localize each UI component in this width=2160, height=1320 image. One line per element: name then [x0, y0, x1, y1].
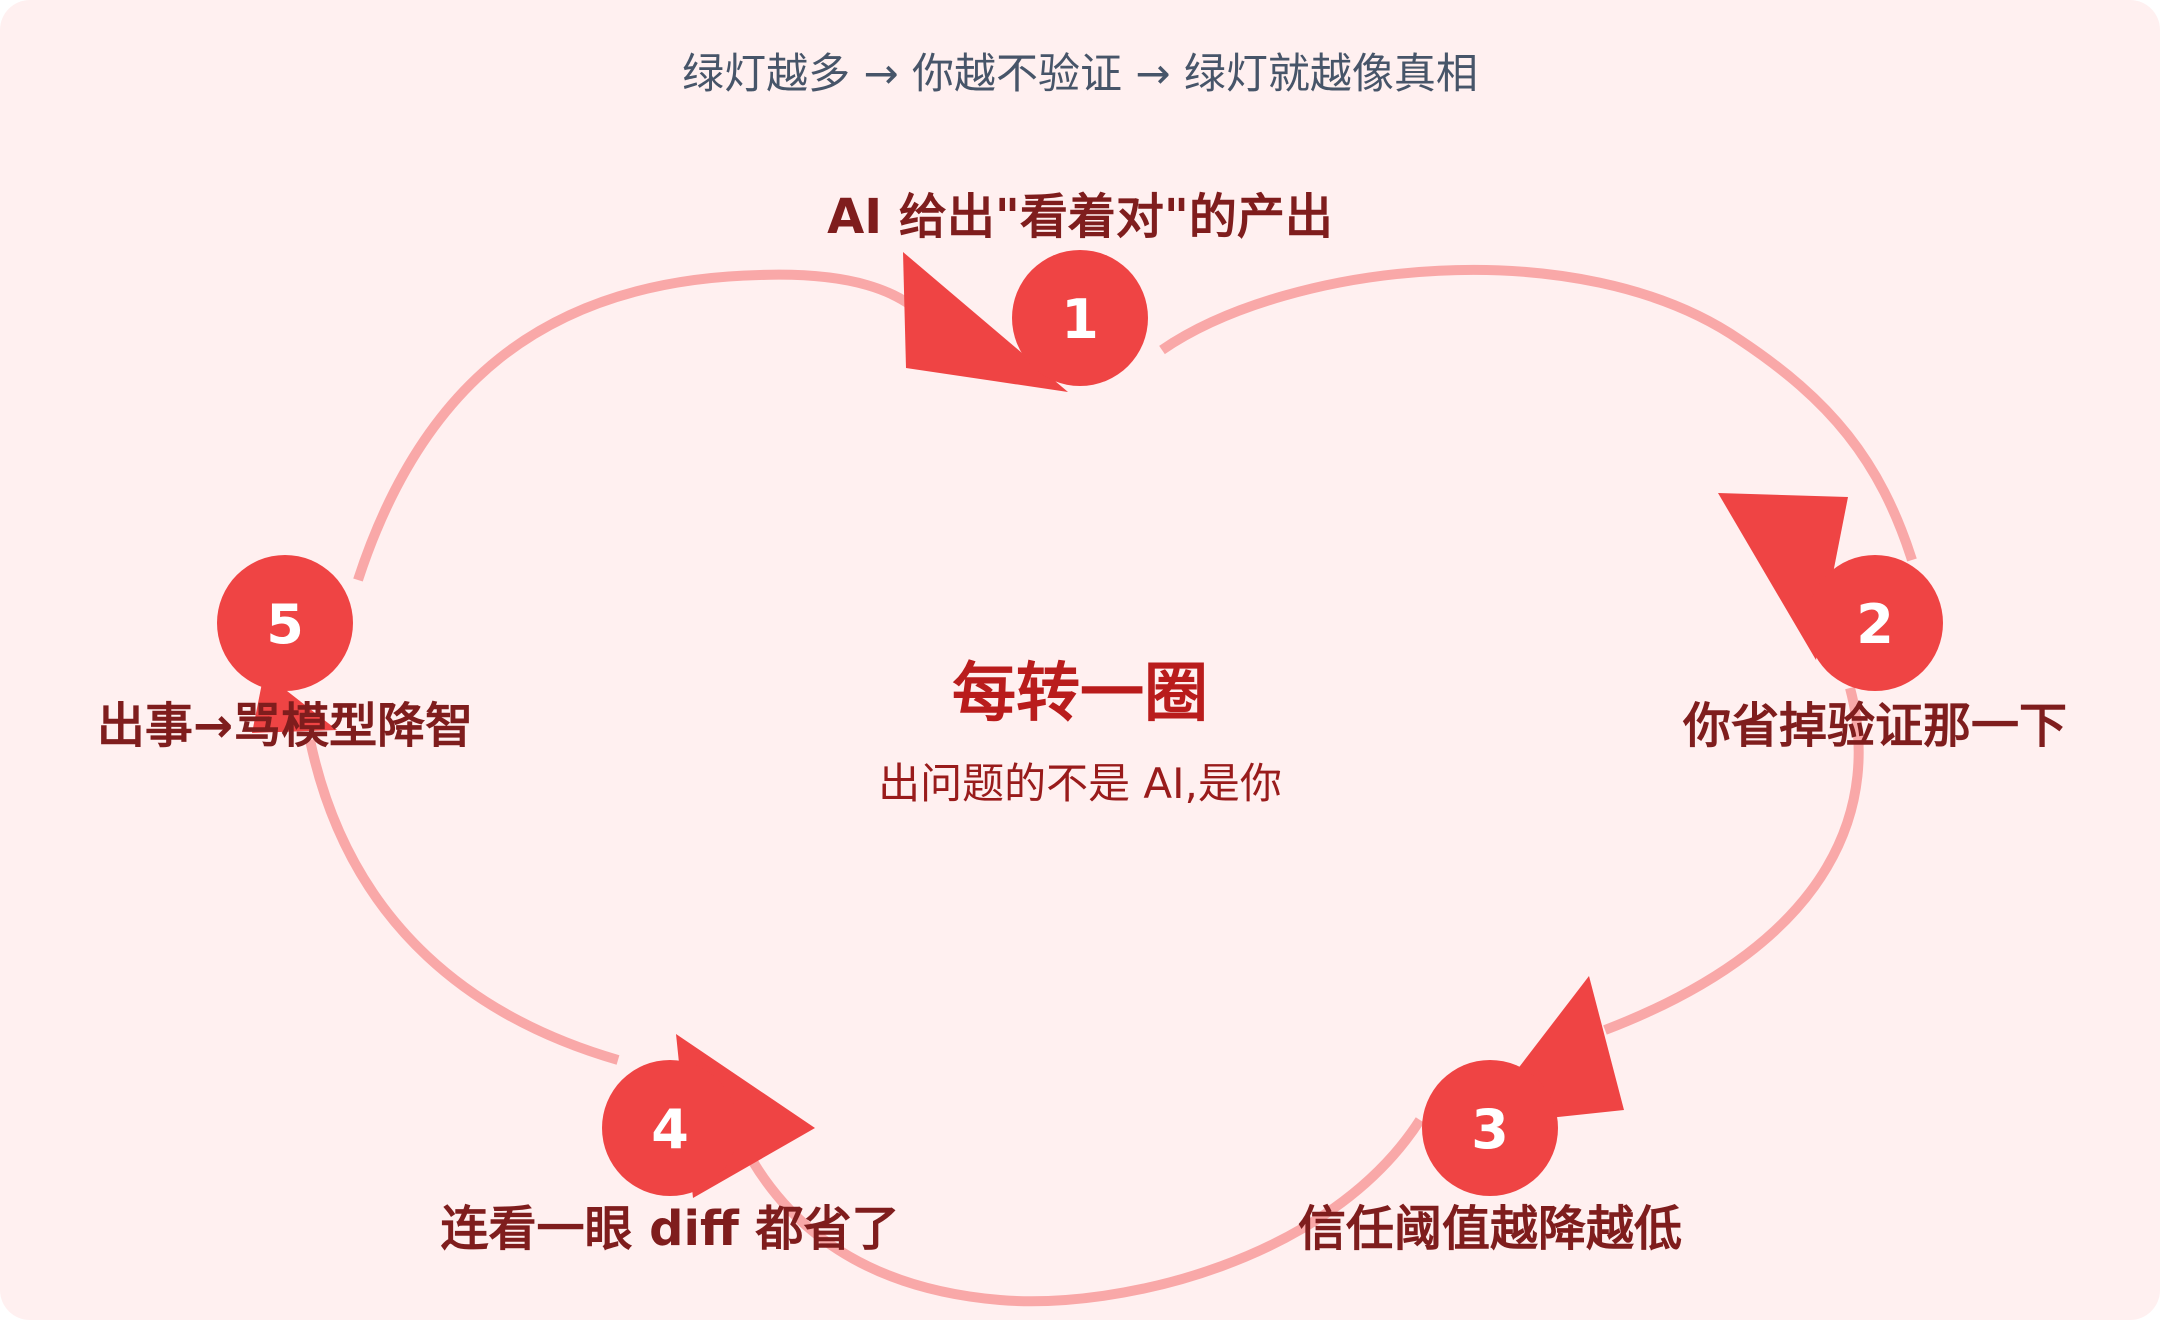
step-number: 3	[1471, 1098, 1509, 1161]
step-node-4: 4	[602, 1060, 738, 1196]
step-number: 5	[266, 593, 304, 656]
step-node-circle	[1422, 1060, 1558, 1196]
step-label-3: 信任阈值越降越低	[1298, 1201, 1682, 1257]
loop-arc-1-2	[1159, 264, 1917, 562]
step-labels: AI 给出"看着对"的产出 你省掉验证那一下 信任阈值越降越低 连看一眼 dif…	[97, 189, 2067, 1257]
step-label-2: 你省掉验证那一下	[1682, 698, 2067, 754]
step-number: 1	[1061, 288, 1099, 351]
step-node-3: 3	[1422, 1060, 1558, 1196]
loop-arc-3-4	[747, 1117, 1425, 1307]
loop-arc-2-3	[1603, 686, 1864, 1035]
step-node-1: 1	[1012, 250, 1148, 386]
loop-arcs	[305, 264, 1917, 1307]
center-title: 每转一圈	[952, 657, 1208, 731]
step-node-5: 5	[217, 555, 353, 691]
center-caption: 出问题的不是 AI,是你	[878, 759, 1282, 808]
step-node-circle	[1012, 250, 1148, 386]
diagram-subtitle: 绿灯越多 → 你越不验证 → 绿灯就越像真相	[682, 49, 1478, 98]
step-label-4: 连看一眼 diff 都省了	[440, 1201, 899, 1257]
step-label-1: AI 给出"看着对"的产出	[827, 189, 1333, 245]
step-node-2: 2	[1807, 555, 1943, 691]
step-label-5: 出事→骂模型降智	[97, 698, 473, 754]
step-number: 4	[651, 1098, 689, 1161]
loop-arc-5-1	[353, 269, 932, 582]
step-number: 2	[1856, 593, 1894, 656]
step-node-circle	[1807, 555, 1943, 691]
loop-arc-4-5	[305, 738, 620, 1065]
step-node-circle	[602, 1060, 738, 1196]
step-node-circle	[217, 555, 353, 691]
